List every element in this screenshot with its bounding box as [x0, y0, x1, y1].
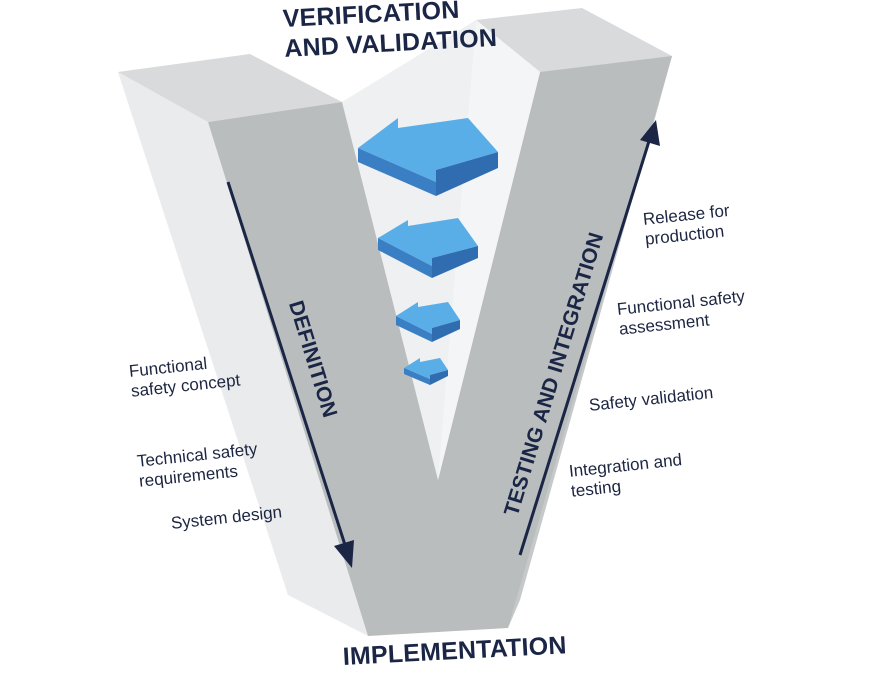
feedback-arrow-1	[358, 118, 498, 196]
definition-arrow-head	[334, 540, 354, 568]
v-right-top-face	[476, 8, 672, 72]
testing-arrow-head	[640, 120, 660, 146]
testing-arrow-line	[518, 137, 652, 556]
v-left-side-face	[118, 72, 368, 636]
v-inner-shade	[438, 20, 540, 480]
top-title: VERIFICATION AND VALIDATION	[282, 0, 498, 64]
v-front-face	[208, 56, 672, 636]
feedback-arrow-4	[404, 358, 448, 385]
v-left-top-face	[118, 54, 342, 122]
definition-arrow-line	[226, 181, 348, 549]
feedback-arrow-2	[378, 218, 478, 278]
feedback-arrow-3	[396, 302, 460, 342]
